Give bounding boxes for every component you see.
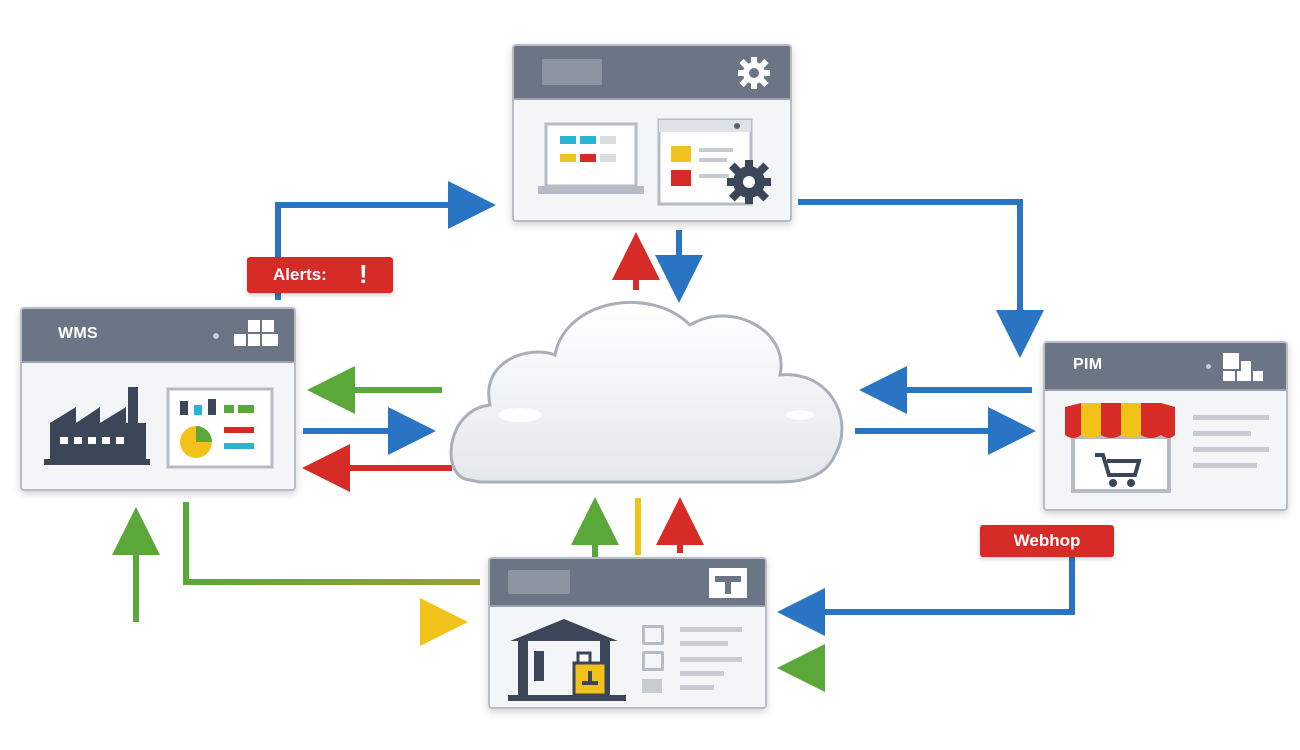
text-line [680, 685, 714, 690]
warehouse-window-titlebar [490, 559, 765, 605]
warehouse-title-placeholder [508, 570, 570, 594]
connector-wms-to-warehouse [183, 502, 480, 585]
text-line [1193, 447, 1269, 452]
factory-icon [44, 387, 150, 465]
pim-window[interactable]: PIM [1043, 341, 1288, 511]
warehouse-window-body [490, 605, 765, 707]
admin-window-body [514, 98, 790, 220]
checkbox-icon [642, 679, 662, 693]
webshop-badge[interactable]: Webhop [980, 525, 1114, 557]
text-line [1193, 431, 1251, 436]
webshop-label: Webhop [1013, 531, 1081, 550]
admin-window-titlebar [514, 46, 790, 98]
analytics-panel-icon [166, 387, 274, 469]
connector-admin-to-pim [798, 199, 1044, 358]
wms-window-body [22, 361, 294, 489]
text-line [680, 627, 742, 632]
text-line [680, 641, 728, 646]
warehouse-window[interactable] [488, 557, 767, 709]
dashboard-settings-icon [657, 118, 771, 206]
storefront-icon [1065, 403, 1175, 493]
warehouse-icon [508, 619, 626, 701]
cloud-icon [449, 300, 844, 484]
pim-window-body [1045, 389, 1286, 509]
text-line [1193, 415, 1269, 420]
boxes-icon [234, 320, 278, 346]
status-dot [1206, 364, 1211, 369]
pim-window-titlebar: PIM [1045, 343, 1286, 389]
checkbox-icon [642, 625, 664, 645]
boxes-icon [1223, 353, 1263, 381]
status-dot [213, 333, 219, 339]
wms-window-titlebar: WMS [22, 309, 294, 361]
checkbox-icon [642, 651, 664, 671]
text-line [680, 671, 724, 676]
admin-window[interactable] [512, 44, 792, 222]
laptop-icon [538, 122, 644, 194]
loading-dock-icon [709, 568, 747, 598]
alert-exclamation-icon: ! [359, 259, 368, 289]
wms-window[interactable]: WMS [20, 307, 296, 491]
gear-icon[interactable] [734, 55, 774, 91]
connector-webshop-to-warehouse [777, 555, 1075, 636]
pim-title: PIM [1073, 356, 1103, 373]
admin-title-placeholder [542, 59, 602, 85]
wms-title: WMS [58, 325, 99, 342]
alerts-badge[interactable]: Alerts: ! [247, 257, 393, 293]
text-line [1193, 463, 1257, 468]
text-line [680, 657, 742, 662]
alerts-label: Alerts: [273, 265, 327, 284]
